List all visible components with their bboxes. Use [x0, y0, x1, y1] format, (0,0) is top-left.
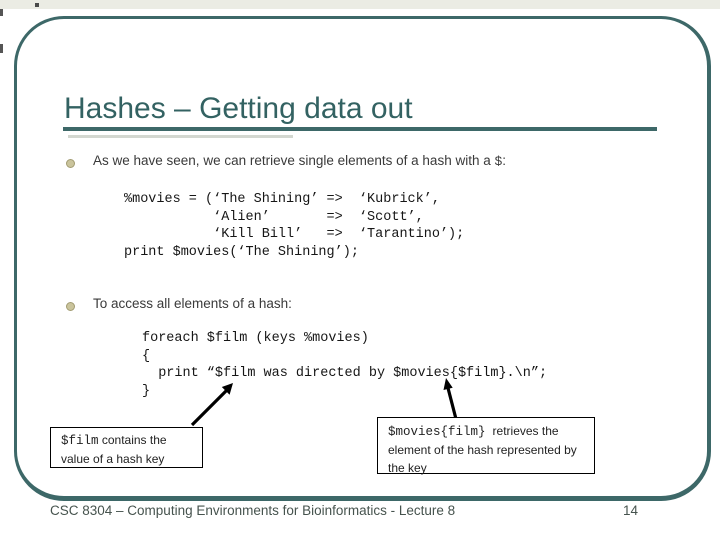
bullet-1-text: As we have seen, we can retrieve single …: [93, 153, 506, 169]
scan-artifact-band: [0, 0, 720, 9]
callout-right-line1: $movies{film} retrieves the: [388, 422, 594, 441]
callout-right-rest: retrieves the: [492, 424, 559, 438]
callout-left-line2: value of a hash key: [61, 452, 165, 466]
slide-title: Hashes – Getting data out: [64, 92, 413, 125]
callout-right-code: $movies{film}: [388, 425, 486, 439]
callout-right-line2: element of the hash represented by: [388, 443, 577, 457]
callout-movies-element: $movies{film} retrieves the element of th…: [377, 417, 595, 475]
callout-left-rest: contains the: [101, 433, 167, 447]
code-block-hash-definition: %movies = (‘The Shining’ => ‘Kubrick’, ‘…: [124, 192, 465, 260]
callout-left-line1: $film contains the: [61, 431, 202, 450]
bullet-1-text-after: :: [502, 153, 507, 168]
slide-border-frame: [14, 16, 711, 501]
title-underline-shadow: [68, 135, 293, 138]
scan-artifact-speck: [0, 9, 3, 16]
callout-left-code: $film: [61, 434, 99, 448]
title-underline-rule: [63, 127, 657, 131]
scan-artifact-speck: [35, 3, 39, 7]
scan-artifact-speck: [0, 44, 3, 53]
footer-course-label: CSC 8304 – Computing Environments for Bi…: [50, 503, 456, 518]
code-block-foreach-loop: foreach $film (keys %movies) { print “$f…: [142, 331, 548, 399]
bullet-icon: [66, 302, 75, 311]
bullet-1-text-before: As we have seen, we can retrieve single …: [93, 153, 495, 168]
bullet-1-inline-code: $: [494, 154, 503, 169]
bullet-icon: [66, 159, 75, 168]
callout-film-variable: $film contains the value of a hash key: [50, 427, 203, 468]
callout-right-line3: the key: [388, 461, 427, 475]
footer-page-number: 14: [623, 503, 639, 518]
bullet-2-text: To access all elements of a hash:: [93, 296, 292, 311]
